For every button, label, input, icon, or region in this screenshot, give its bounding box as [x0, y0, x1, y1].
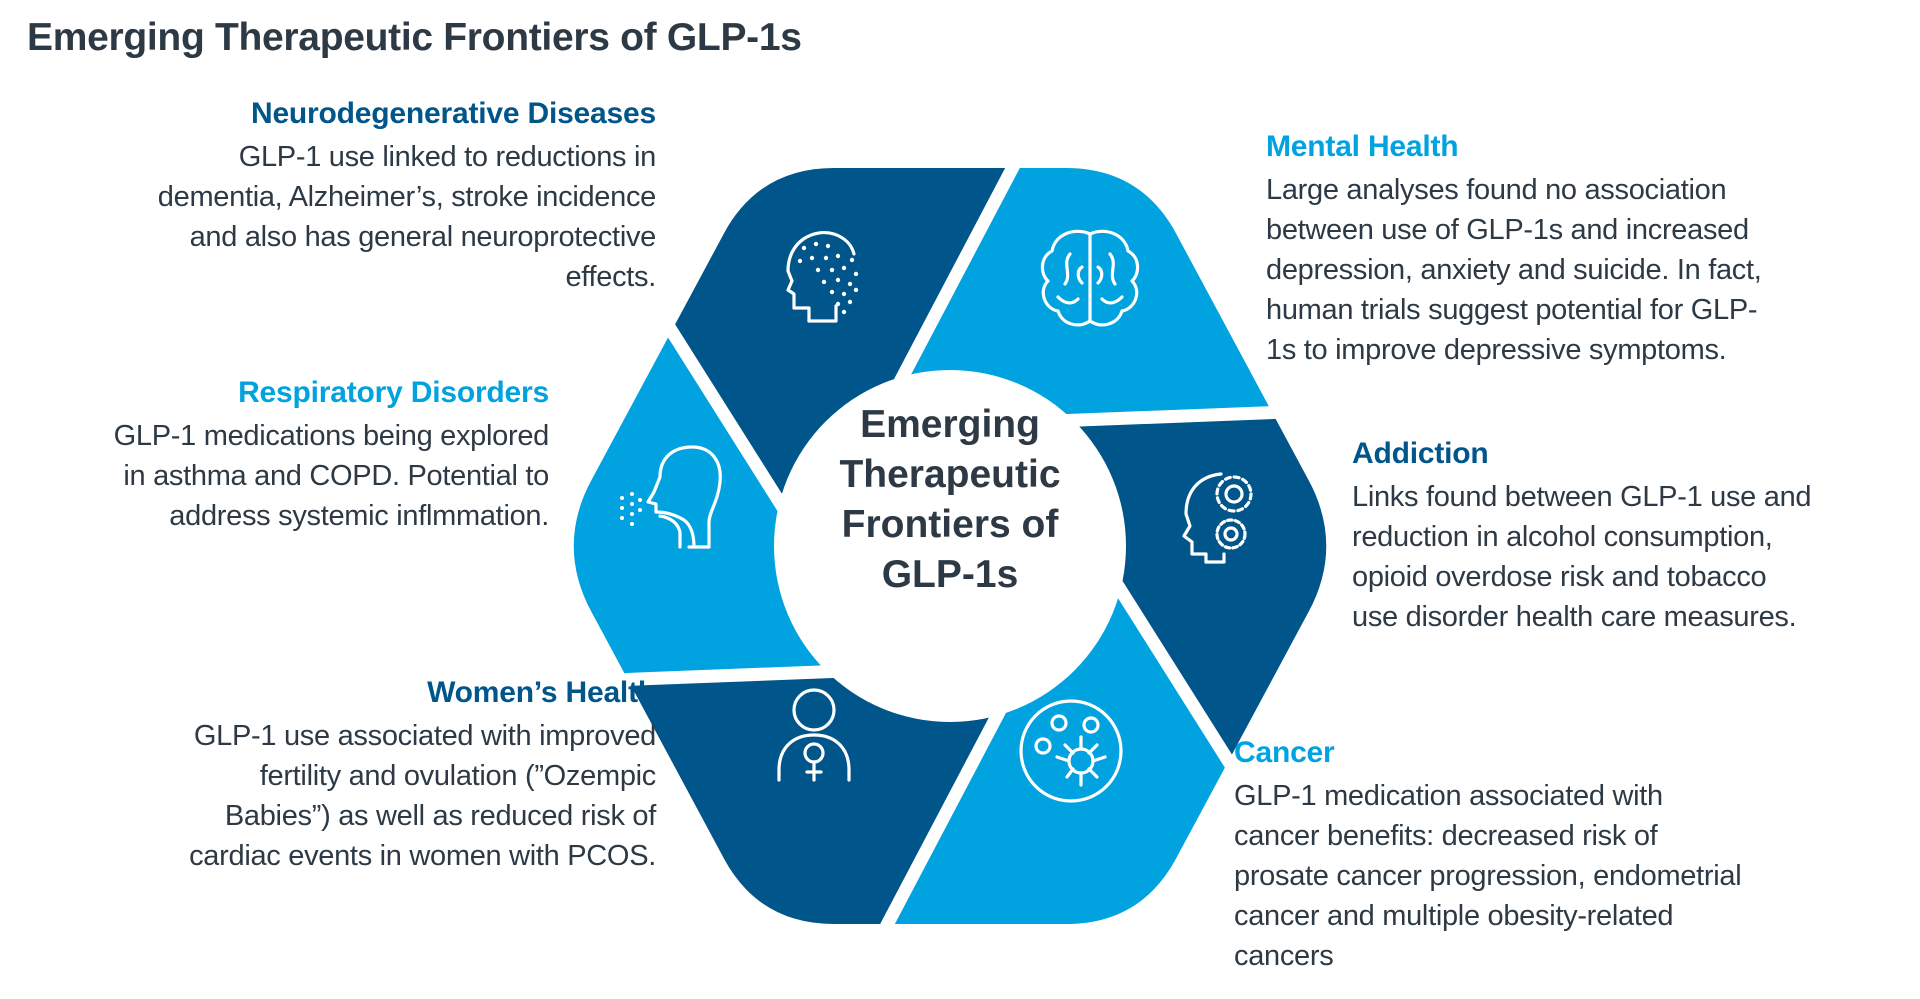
- section-text: depression, anxiety and suicide. In fact…: [1266, 254, 1762, 286]
- segment-addiction: [947, 412, 1327, 762]
- section-text: reduction in alcohol consumption,: [1352, 521, 1773, 553]
- center-title: Emerging Therapeutic Frontiers of GLP-1s: [775, 400, 1125, 600]
- section-mental-health: Mental Health Large analyses found no as…: [1266, 126, 1762, 370]
- section-text: cancer and multiple obesity-related: [1234, 900, 1674, 932]
- section-text: cancers: [1234, 940, 1334, 972]
- section-text: GLP-1 medication associated with: [1234, 780, 1663, 812]
- section-text: opioid overdose risk and tobacco: [1352, 561, 1767, 593]
- segment-neurodegenerative: [671, 168, 1013, 609]
- head-dots-icon: [786, 231, 859, 323]
- brain-icon: [1040, 229, 1140, 327]
- section-text: GLP-1 use associated with improved: [193, 720, 656, 752]
- section-text: GLP-1 medications being explored: [113, 420, 550, 452]
- section-text: prosate cancer progression, endometrial: [1234, 860, 1742, 892]
- section-text: dementia, Alzheimer’s, stroke incidence: [157, 181, 657, 213]
- segment-womens-health: [627, 546, 1056, 924]
- section-respiratory: Respiratory Disorders GLP-1 medications …: [113, 372, 550, 536]
- section-text: 1s to improve depressive symptoms.: [1266, 334, 1727, 366]
- section-heading: Neurodegenerative Diseases: [250, 97, 656, 130]
- section-heading: Cancer: [1234, 736, 1335, 769]
- section-cancer: Cancer GLP-1 medication associated with …: [1234, 732, 1742, 976]
- section-womens-health: Women’s Health GLP-1 use associated with…: [189, 672, 656, 876]
- section-text: Links found between GLP-1 use and: [1352, 481, 1812, 513]
- section-heading: Respiratory Disorders: [238, 376, 549, 409]
- section-text: cancer benefits: decreased risk of: [1234, 820, 1658, 852]
- section-addiction: Addiction Links found between GLP-1 use …: [1352, 433, 1812, 637]
- cancer-cell-icon: [1019, 699, 1123, 803]
- segment-respiratory: [573, 330, 953, 680]
- head-gears-icon: [1182, 472, 1253, 564]
- section-text: GLP-1 use linked to reductions in: [238, 141, 657, 173]
- section-text: use disorder health care measures.: [1352, 601, 1797, 633]
- segment-mental-health: [844, 168, 1273, 546]
- section-text: fertility and ovulation (”Ozempic: [259, 760, 657, 792]
- center-circle: [774, 370, 1126, 722]
- section-text: and also has general neuroprotective: [189, 221, 657, 253]
- section-heading: Mental Health: [1266, 130, 1459, 163]
- center-title-line: Therapeutic: [839, 453, 1061, 496]
- section-text: between use of GLP-1s and increased: [1266, 214, 1749, 246]
- breathing-head-icon: [620, 445, 722, 549]
- section-text: Babies”) as well as reduced risk of: [224, 800, 656, 832]
- section-text: human trials suggest potential for GLP-: [1266, 294, 1758, 326]
- section-text: Large analyses found no association: [1266, 174, 1727, 206]
- center-title-line: Emerging: [860, 403, 1040, 446]
- section-heading: Addiction: [1352, 437, 1489, 470]
- section-neurodegenerative: Neurodegenerative Diseases GLP-1 use lin…: [157, 93, 657, 297]
- section-heading: Women’s Health: [427, 676, 656, 709]
- page-title: Emerging Therapeutic Frontiers of GLP-1s: [27, 16, 802, 59]
- section-text: cardiac events in women with PCOS.: [189, 840, 656, 872]
- section-text: effects.: [565, 261, 656, 293]
- center-title-line: Frontiers of: [841, 503, 1059, 546]
- section-text: in asthma and COPD. Potential to: [123, 460, 549, 492]
- center-title-line: GLP-1s: [881, 553, 1019, 596]
- section-text: address systemic inflmmation.: [169, 500, 549, 532]
- female-person-icon: [777, 688, 851, 782]
